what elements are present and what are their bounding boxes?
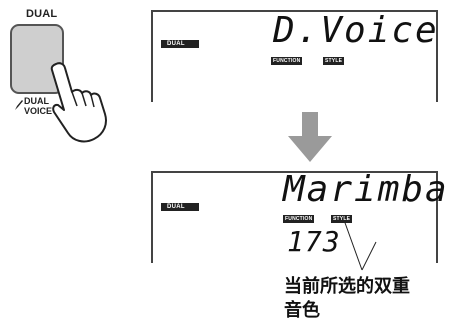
display-main-text: D.Voice [273, 10, 439, 51]
function-indicator: FUNCTION [283, 215, 315, 223]
dual-voice-sublabel: DUAL VOICE [14, 96, 52, 116]
dual-indicator: DUAL [161, 40, 199, 48]
dual-button[interactable] [10, 24, 64, 94]
callout-caption: 当前所选的双重 音色 [284, 276, 410, 320]
hand-pointer-icon [50, 62, 107, 143]
style-indicator: STYLE [323, 57, 345, 65]
dual-indicator: DUAL [161, 203, 199, 211]
style-indicator: STYLE [331, 215, 353, 223]
down-arrow-icon [288, 112, 332, 162]
shift-marker-icon [15, 100, 23, 110]
function-indicator: FUNCTION [271, 57, 303, 65]
display-voice-name: Marimba [283, 169, 449, 210]
lcd-display-after: DUAL Marimba FUNCTION STYLE 173 [151, 169, 447, 263]
lcd-display-before: DUAL D.Voice FUNCTION STYLE [151, 10, 438, 102]
callout-lines [343, 219, 377, 271]
dual-button-title: DUAL [26, 8, 58, 20]
voice-number: 173 [287, 225, 341, 258]
